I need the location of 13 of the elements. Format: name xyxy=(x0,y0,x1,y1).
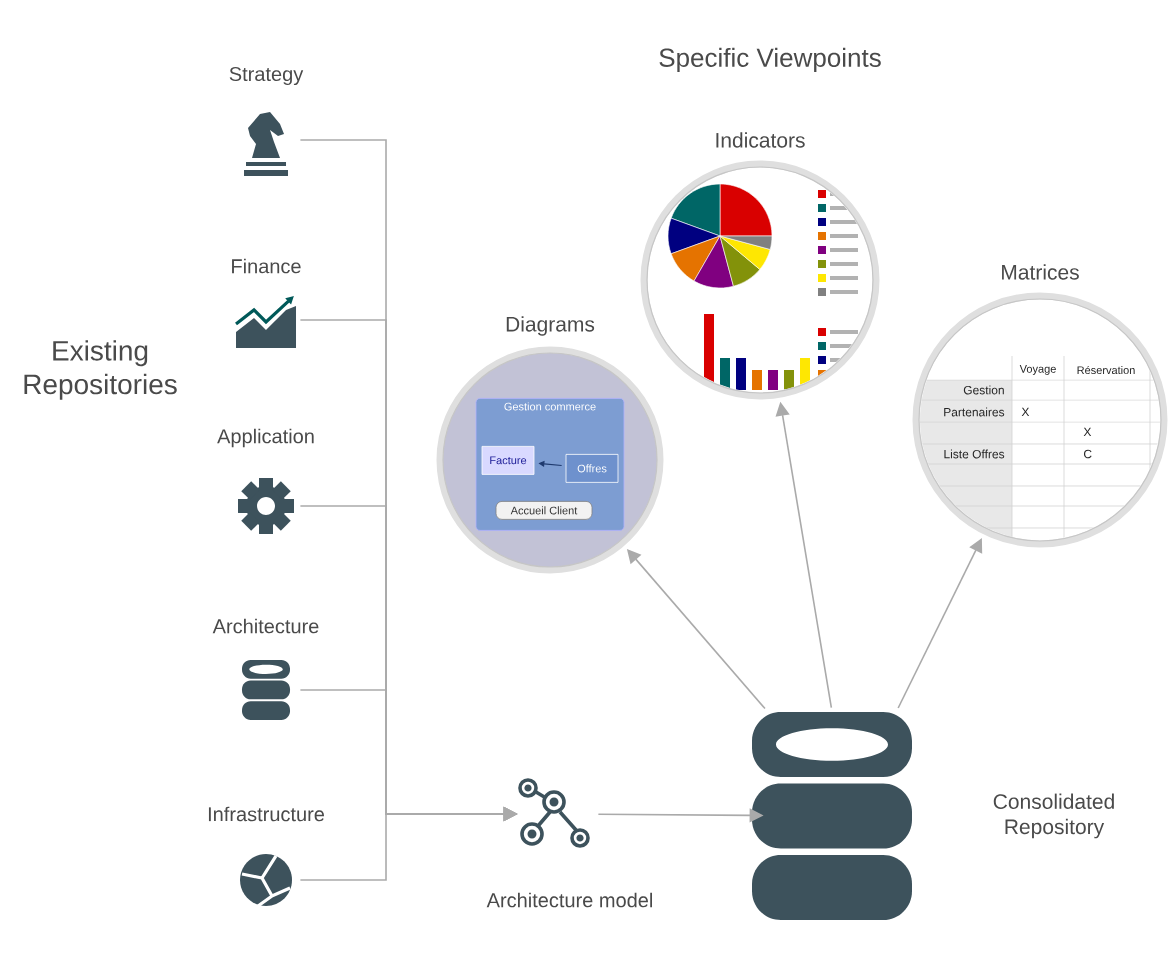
heading: Indicators xyxy=(716,132,805,148)
node-label: Application xyxy=(217,428,314,448)
title: Specific Viewpoints xyxy=(659,47,881,73)
arrow xyxy=(897,538,983,709)
node-label: Architecture xyxy=(212,618,319,634)
node-label: Strategy xyxy=(229,66,304,86)
node-label: Architecture model xyxy=(486,892,652,908)
heading: Matrices xyxy=(1002,264,1079,280)
group-label: Existing Repositories xyxy=(24,340,177,400)
node-label: Finance xyxy=(232,258,301,274)
heading: Diagrams xyxy=(506,316,595,336)
node-label: Infrastructure xyxy=(208,806,324,822)
node-label: Consolidated Repository xyxy=(993,793,1114,839)
